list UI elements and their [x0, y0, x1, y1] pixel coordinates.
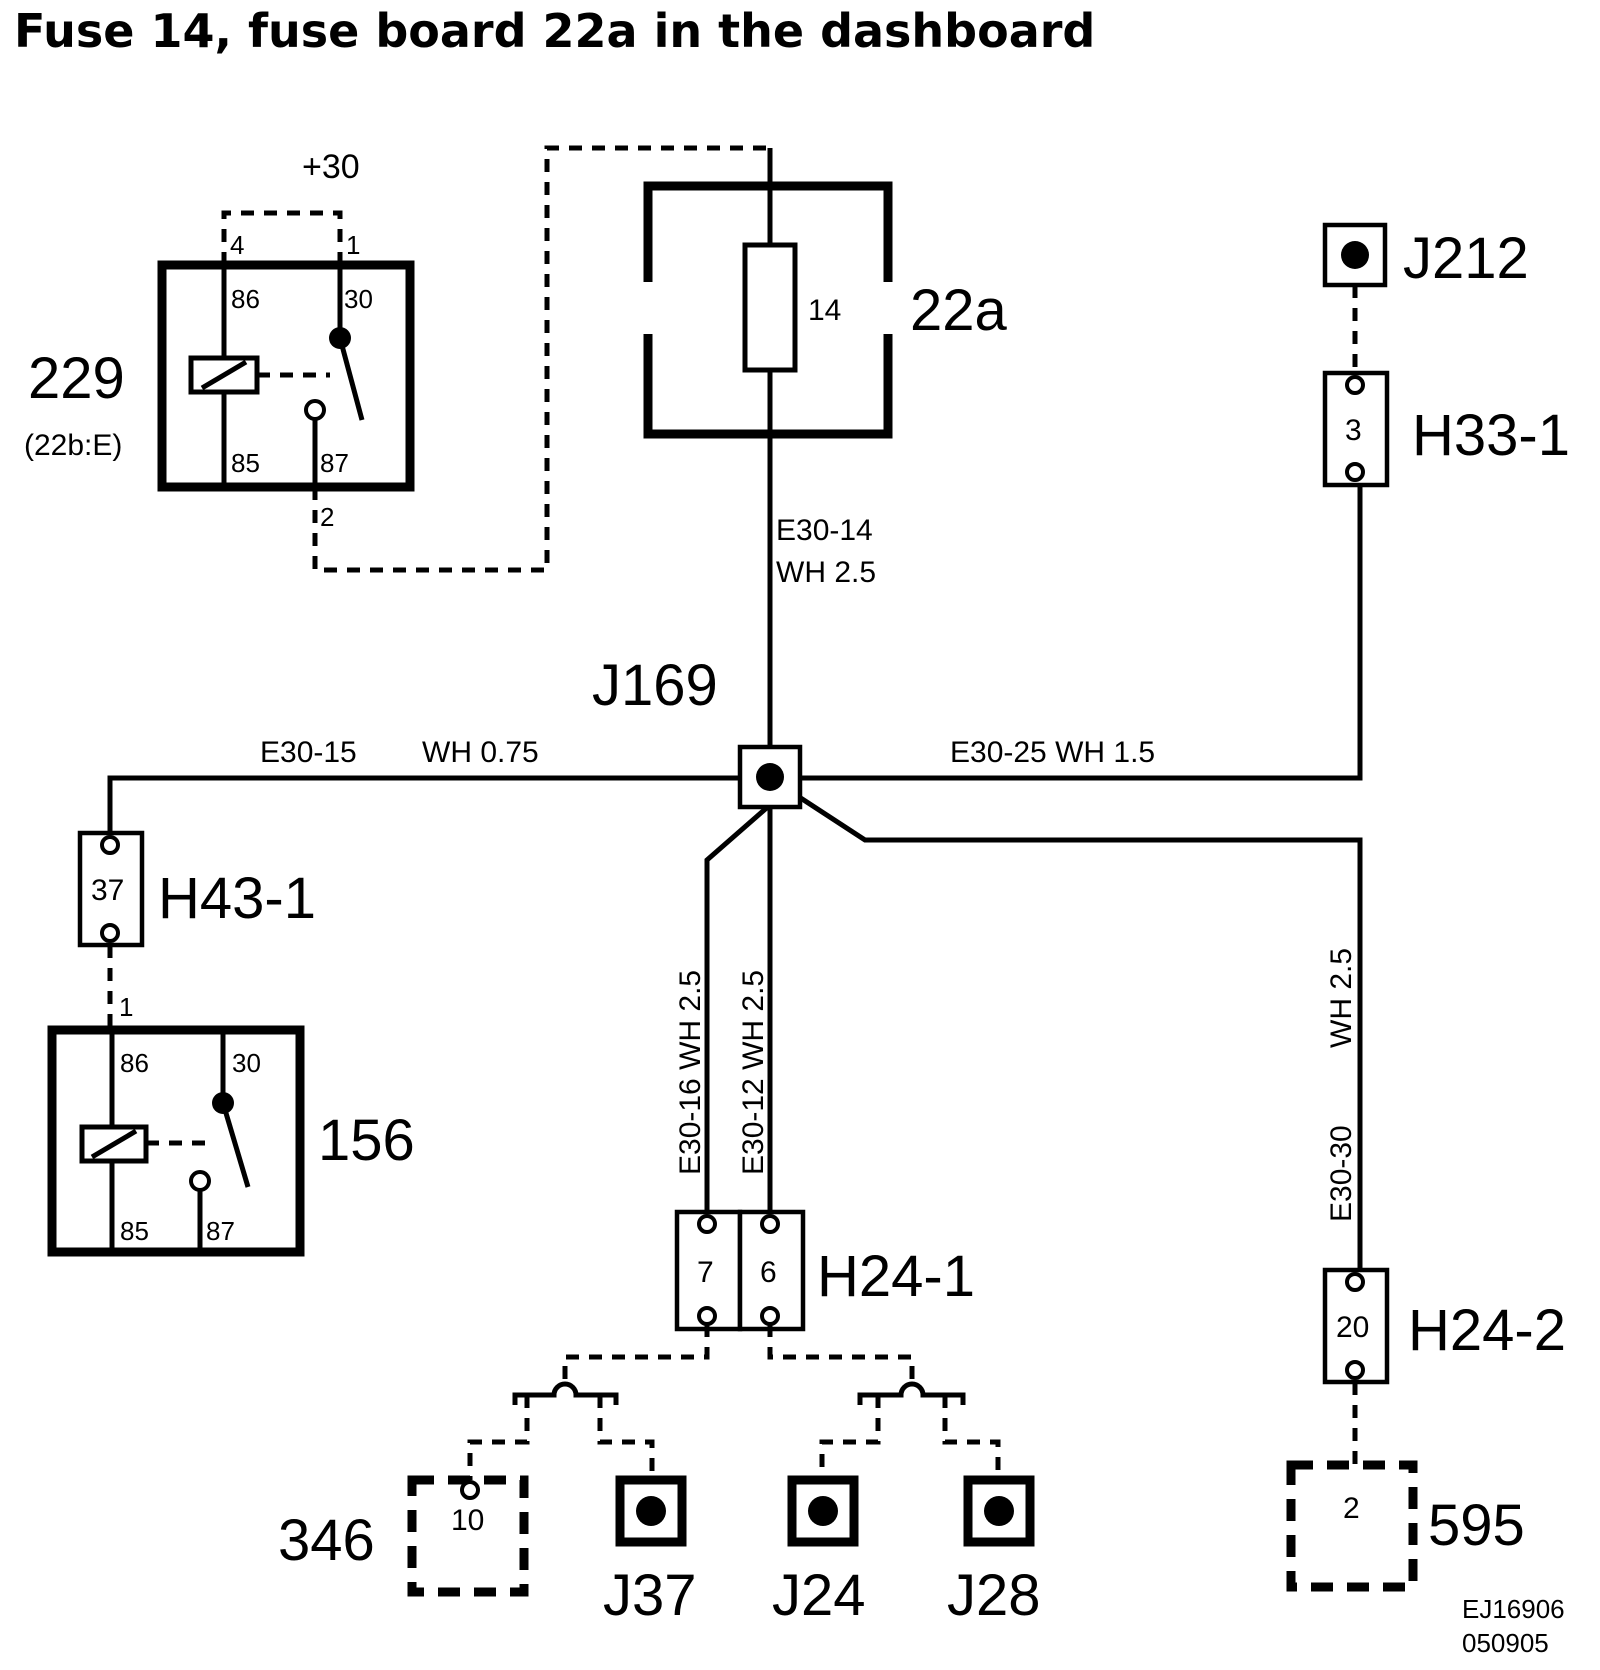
ground-point-j37-label: J37 — [603, 1563, 697, 1628]
relay-229-output-link — [312, 145, 770, 573]
relay-156-pin-85: 85 — [120, 1216, 149, 1246]
relay-156-label: 156 — [318, 1108, 415, 1173]
ground-point-j28-label: J28 — [947, 1563, 1041, 1628]
relay-156-switch-arm — [220, 1102, 251, 1188]
relay-229-pin-30: 30 — [344, 284, 373, 314]
relay-229-location: (22b:E) — [24, 429, 122, 462]
relay-229-pin-2: 2 — [320, 502, 334, 532]
relay-229-pin-85: 85 — [231, 448, 260, 478]
junction-j169: J169 E30-15 WH 0.75 E30-25 WH 1.5 E30-16… — [107, 484, 1363, 1270]
component-346-pin: 10 — [451, 1504, 484, 1537]
relay-156: 86 30 85 87 156 — [47, 1025, 415, 1257]
connector-h33-1-label: H33-1 — [1412, 403, 1570, 468]
wire-e30-15-id: E30-15 — [260, 736, 357, 769]
relay-229-pin-4: 4 — [230, 230, 244, 260]
wire-e30-25-label: E30-25 WH 1.5 — [950, 736, 1155, 769]
component-595-housing — [1286, 1460, 1418, 1592]
supply-label: +30 — [302, 148, 360, 186]
diagram-title: Fuse 14, fuse board 22a in the dashboard — [14, 4, 1096, 58]
relay-156-pin-87: 87 — [206, 1216, 235, 1246]
wire-e30-15-spec: WH 0.75 — [422, 736, 539, 769]
relay-156-contact-87 — [189, 1170, 211, 1192]
connector-h24-1-group: 7 6 H24-1 — [467, 1209, 1001, 1485]
relay-156-pin-1: 1 — [119, 992, 133, 1022]
relay-229-contact-87 — [304, 399, 326, 421]
wire-e30-16 — [704, 803, 772, 1222]
wire-e30-14-id: E30-14 — [776, 514, 873, 547]
connector-h24-1-pin-7: 7 — [697, 1256, 714, 1289]
connector-h33-1-pin: 3 — [1345, 414, 1362, 447]
connector-h24-1-label: H24-1 — [817, 1244, 975, 1309]
connector-h24-2-pin: 20 — [1336, 1311, 1369, 1344]
component-595-label: 595 — [1428, 1493, 1525, 1558]
fuse-board-22a: 14 22a E30-14 WH 2.5 — [639, 148, 1008, 778]
relay-156-pin-86: 86 — [120, 1048, 149, 1078]
relay-229: +30 4 1 86 30 85 87 2 229 (22b:E) — [24, 145, 770, 573]
relay-229-label: 229 — [28, 346, 125, 411]
wire-e30-30-id: E30-30 — [1325, 1125, 1358, 1222]
drawing-date: 050905 — [1462, 1628, 1549, 1658]
fuse-number: 14 — [808, 294, 841, 327]
component-346: 10 346 — [278, 1475, 529, 1597]
wire-e30-14-spec: WH 2.5 — [776, 556, 876, 589]
connector-h24-2-group: 20 H24-2 — [1322, 1267, 1566, 1465]
junction-label: J169 — [592, 653, 718, 718]
component-346-label: 346 — [278, 1508, 375, 1573]
connector-h43-1-group: 37 H43-1 1 — [77, 830, 316, 1030]
component-595: 2 595 — [1286, 1460, 1525, 1592]
relay-229-pin-1: 1 — [346, 230, 360, 260]
component-595-pin: 2 — [1343, 1492, 1360, 1525]
relay-229-pin-87: 87 — [320, 448, 349, 478]
ground-point-j24-group: J24 — [772, 1475, 866, 1628]
ground-point-j212-group: J212 3 H33-1 — [1322, 222, 1570, 488]
wire-e30-25 — [770, 484, 1363, 781]
drawing-reference: EJ16906 — [1462, 1594, 1565, 1624]
ground-point-j28-group: J28 — [947, 1475, 1041, 1628]
ground-point-j37-group: J37 — [603, 1475, 697, 1628]
relay-229-supply-link — [221, 210, 343, 265]
relay-229-pin-86: 86 — [231, 284, 260, 314]
connector-h43-1-pin: 37 — [91, 874, 124, 907]
wire-e30-16-label: E30-16 WH 2.5 — [674, 970, 707, 1175]
ground-point-j28 — [963, 1475, 1035, 1547]
relay-229-switch-arm — [337, 337, 365, 421]
ground-point-j24-label: J24 — [772, 1563, 866, 1628]
wire-e30-12-label: E30-12 WH 2.5 — [737, 970, 770, 1175]
junction-j169-block — [737, 744, 803, 810]
wire-e30-15 — [107, 775, 770, 835]
connector-h24-2-label: H24-2 — [1408, 1298, 1566, 1363]
fuse-14 — [742, 242, 798, 373]
ground-point-j212-label: J212 — [1403, 226, 1529, 291]
fuse-board-label: 22a — [910, 278, 1008, 343]
wire-e30-30 — [768, 775, 1363, 1270]
wire-e30-30-spec: WH 2.5 — [1325, 948, 1358, 1048]
connector-h43-1-label: H43-1 — [158, 866, 316, 931]
connector-h24-1-pin-6: 6 — [760, 1256, 777, 1289]
relay-156-pin-30: 30 — [232, 1048, 261, 1078]
